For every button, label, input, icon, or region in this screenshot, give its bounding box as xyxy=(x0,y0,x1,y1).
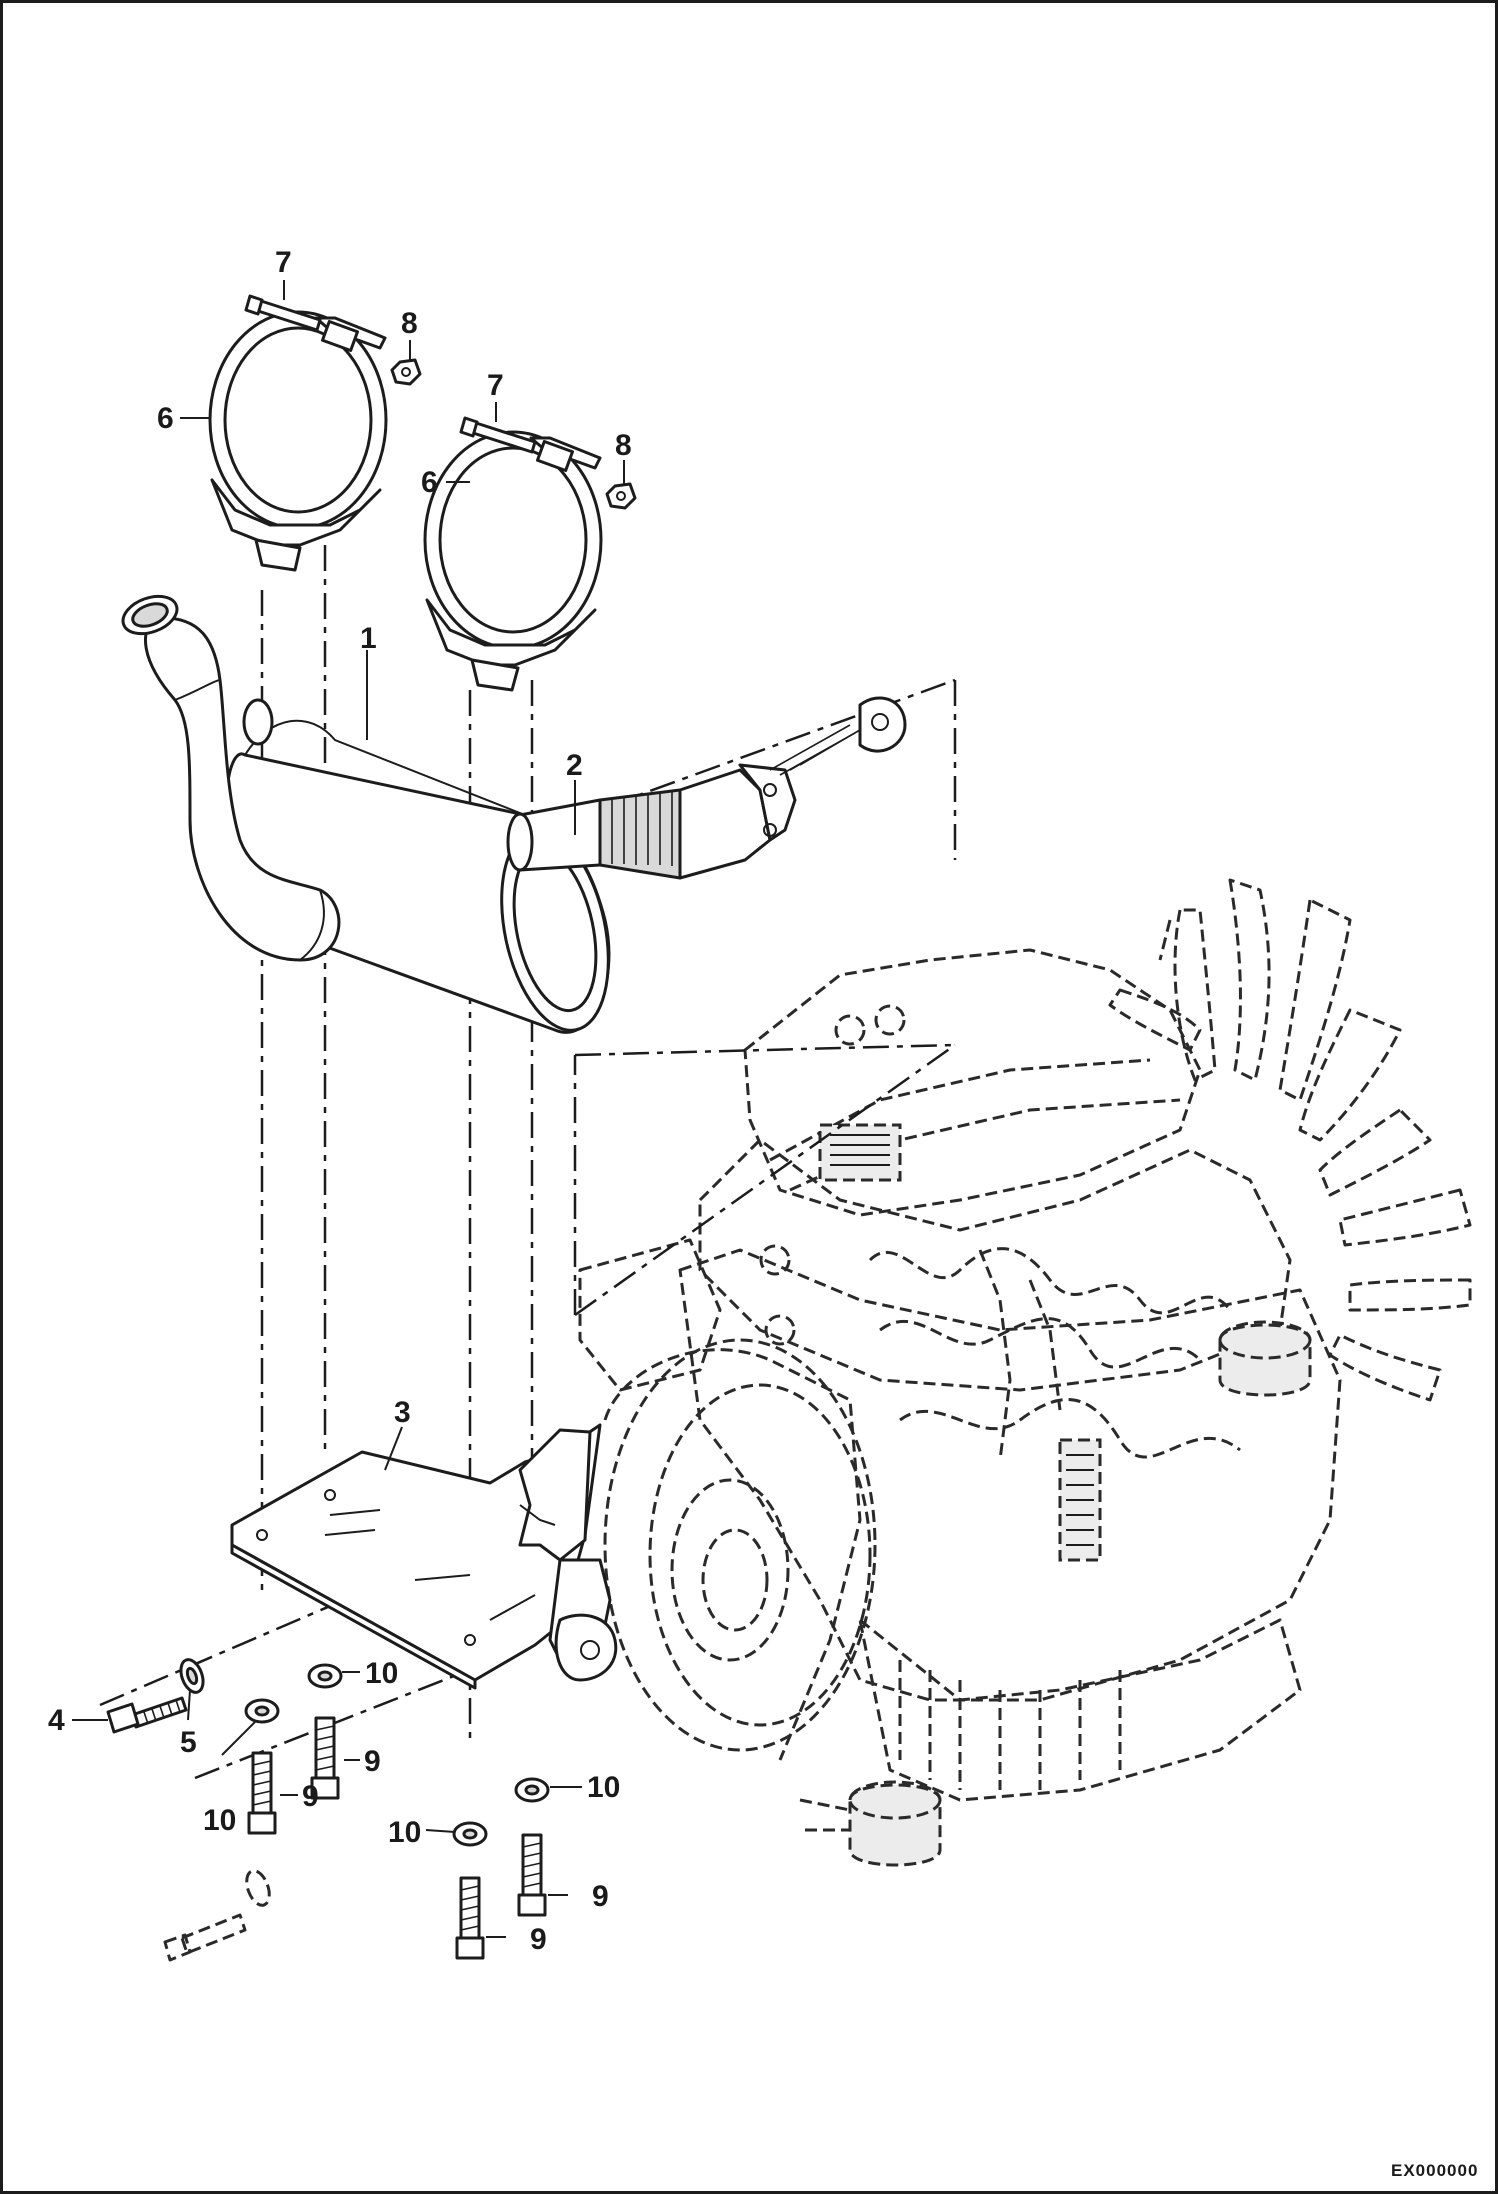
clamp-bolt-right-part xyxy=(459,416,537,454)
lockwasher-b-part xyxy=(244,1698,280,1724)
washer-part xyxy=(179,1658,205,1694)
callout-muffler: 1 xyxy=(360,622,377,655)
callout-screw-b: 9 xyxy=(302,1780,319,1813)
callout-bolt: 4 xyxy=(48,1704,65,1737)
clamp-nut-right-part xyxy=(605,482,637,510)
callout-lockwasher-d: 10 xyxy=(388,1816,421,1849)
screw-b-part xyxy=(247,1751,277,1835)
clamp-nut-left-part xyxy=(390,358,422,386)
callout-clamp-bolt-right: 7 xyxy=(487,369,504,402)
callout-screw-a: 9 xyxy=(364,1745,381,1778)
screw-d-part xyxy=(455,1876,485,1960)
callout-clamp-bolt-left: 7 xyxy=(275,246,292,279)
callout-exhaust-pipe: 2 xyxy=(566,749,583,782)
callout-lockwasher-c: 10 xyxy=(587,1771,620,1804)
lockwasher-c-part xyxy=(514,1777,550,1803)
callout-clamp-nut-right: 8 xyxy=(615,429,632,462)
clamp-left-part xyxy=(208,310,388,572)
callout-lockwasher-a: 10 xyxy=(365,1657,398,1690)
bolt-part xyxy=(106,1696,188,1734)
callout-mounting-plate: 3 xyxy=(394,1396,411,1429)
callout-clamp-right: 6 xyxy=(421,466,438,499)
fan-blades xyxy=(1108,878,1472,1402)
clamp-right-part xyxy=(423,430,603,692)
screw-c-part xyxy=(517,1833,547,1917)
clamp-bolt-left-part xyxy=(244,294,322,332)
callout-screw-d: 9 xyxy=(530,1923,547,1956)
mounting-plate-part xyxy=(230,1423,612,1690)
lockwasher-a-part xyxy=(307,1663,343,1689)
engine-phantom-outline xyxy=(578,878,1472,1867)
exhaust-pipe-part xyxy=(506,696,907,880)
callout-lockwasher-b: 10 xyxy=(203,1804,236,1837)
document-id: EX000000 xyxy=(1391,2161,1478,2180)
callout-clamp-nut-left: 8 xyxy=(401,307,418,340)
callout-washer: 5 xyxy=(180,1726,197,1759)
plate-bracket-lower xyxy=(554,1613,618,1682)
callout-clamp-left: 6 xyxy=(157,402,174,435)
lockwasher-d-part xyxy=(452,1821,488,1847)
callout-screw-c: 9 xyxy=(592,1880,609,1913)
ghost-bolt-lower xyxy=(163,1869,271,1962)
screw-a-part xyxy=(310,1716,340,1800)
callout-leaders xyxy=(72,280,625,1938)
